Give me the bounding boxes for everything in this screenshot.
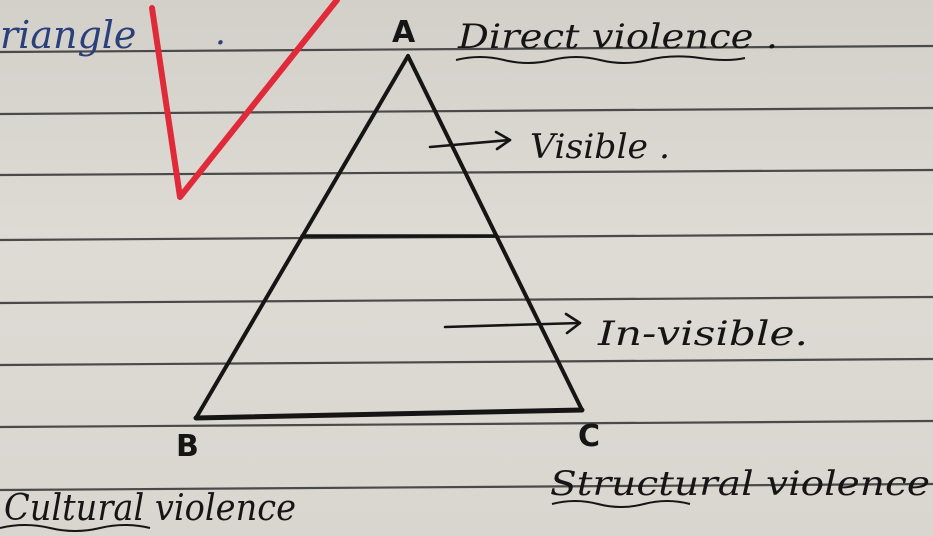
visible-label: Visible .	[530, 127, 670, 167]
vertex-c-label: C	[578, 419, 600, 454]
right-arrow-icon	[443, 312, 582, 335]
triangle-side-ac	[406, 54, 584, 412]
right-arrow-icon	[428, 130, 512, 151]
triangle-base-bc	[193, 407, 585, 421]
top-left-word: riangle	[0, 13, 136, 57]
structural-violence-underline	[551, 500, 691, 508]
ruled-lines	[0, 44, 933, 492]
invisible-label: In-visible.	[597, 314, 808, 354]
red-check-mark-icon	[149, 0, 340, 200]
cultural-violence-underline	[0, 524, 151, 532]
vertex-a-label: A	[392, 15, 416, 50]
top-left-dot: .	[215, 13, 226, 53]
structural-violence-label: Structural violence	[550, 464, 930, 504]
direct-violence-underline	[455, 55, 746, 64]
cultural-violence-label: Cultural violence	[4, 488, 296, 529]
triangle	[193, 54, 585, 421]
vertex-b-label: B	[176, 429, 199, 464]
direct-violence-label: Direct violence .	[457, 17, 778, 57]
